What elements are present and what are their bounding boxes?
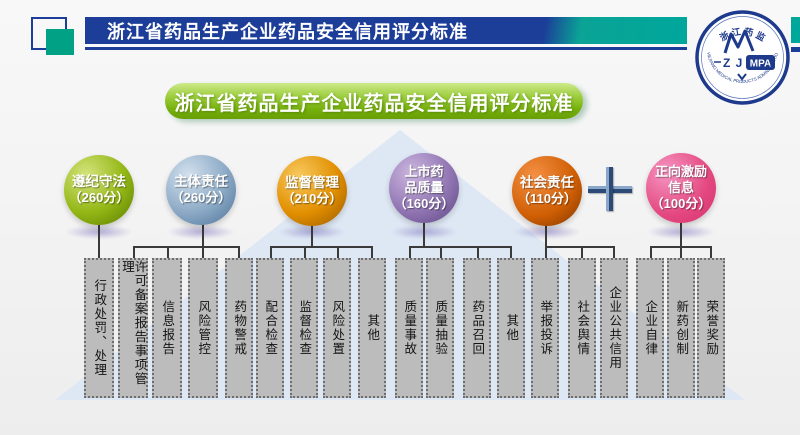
category-score: （100分） bbox=[650, 195, 712, 211]
category-circle-supervision: 监督管理 （210分） bbox=[277, 156, 347, 226]
connector-branch bbox=[133, 246, 239, 248]
connector-drop bbox=[440, 246, 442, 258]
connector-stem bbox=[680, 222, 682, 247]
connector-drop bbox=[545, 246, 547, 258]
subitem-column: 风险处置 bbox=[323, 258, 351, 398]
connector-drop bbox=[409, 246, 411, 258]
connector-drop bbox=[337, 246, 339, 258]
connector-drop bbox=[650, 246, 652, 258]
category-circle-compliance: 遵纪守法 （260分） bbox=[64, 155, 134, 225]
category-score: （210分） bbox=[281, 191, 343, 207]
category-name: 遵纪守法 bbox=[72, 173, 126, 189]
category-name: 监督管理 bbox=[285, 174, 339, 190]
connector-drop bbox=[613, 246, 615, 258]
subitem-column: 许可备案报告事项管理 bbox=[118, 258, 148, 398]
category-name: 主体责任 bbox=[174, 173, 228, 189]
connector-drop bbox=[371, 246, 373, 258]
category-circle-positive-incentive: 正向激励信息 （100分） bbox=[646, 153, 716, 223]
header-bar-right-segment bbox=[791, 17, 800, 43]
connector-stem bbox=[311, 224, 313, 247]
connector-drop bbox=[477, 246, 479, 258]
connector-stem bbox=[423, 222, 425, 247]
connector-stem bbox=[98, 225, 100, 258]
category-name: 上市药品质量 bbox=[404, 164, 444, 196]
connector-drop bbox=[202, 246, 204, 258]
subitem-column: 荣誉奖励 bbox=[697, 258, 725, 398]
connector-drop bbox=[238, 246, 240, 258]
banner-title: 浙江省药品生产企业药品安全信用评分标准 bbox=[174, 92, 574, 115]
subitem-column: 药物警戒 bbox=[225, 258, 253, 398]
header-underline bbox=[85, 47, 687, 50]
corner-square-teal bbox=[46, 29, 74, 55]
logo-zj-text: Z J bbox=[723, 56, 743, 70]
connector-drop bbox=[270, 246, 272, 258]
connector-drop bbox=[680, 246, 682, 258]
plus-icon bbox=[588, 167, 632, 211]
category-circle-responsibility: 主体责任 （260分） bbox=[166, 155, 236, 225]
category-score: （260分） bbox=[170, 190, 232, 206]
category-score: （110分） bbox=[517, 191, 577, 207]
subitem-column: 企业公共信用 bbox=[600, 258, 628, 398]
category-circle-social-responsibility: 社会责任 （110分） bbox=[512, 156, 582, 226]
zjmpa-logo: 浙 江 药 监 Z J MPA ZHEJIANG MEDICAL PRODUCT… bbox=[694, 9, 790, 105]
connector-branch bbox=[409, 246, 511, 248]
category-score: （160分） bbox=[393, 195, 455, 211]
connector-drop bbox=[581, 246, 583, 258]
subitem-column: 新药创制 bbox=[667, 258, 695, 398]
subitem-column: 质量抽验 bbox=[426, 258, 454, 398]
connector-stem bbox=[545, 225, 547, 247]
connector-stem bbox=[202, 223, 204, 247]
subitem-column: 药品召回 bbox=[463, 258, 491, 398]
logo-mountain-mark bbox=[723, 29, 755, 54]
connector-drop bbox=[510, 246, 512, 258]
category-name: 社会责任 bbox=[520, 174, 574, 190]
title-banner: 浙江省药品生产企业药品安全信用评分标准 bbox=[165, 83, 583, 119]
connector-branch bbox=[545, 246, 615, 248]
header-title: 浙江省药品生产企业药品安全信用评分标准 bbox=[107, 21, 468, 42]
subitem-column: 行政处罚、处理 bbox=[84, 258, 114, 398]
subitem-column: 信息报告 bbox=[152, 258, 182, 398]
subitem-column: 监督检查 bbox=[290, 258, 318, 398]
logo-mpa-text: MPA bbox=[750, 59, 771, 70]
category-circle-product-quality: 上市药品质量 （160分） bbox=[389, 153, 459, 223]
category-name: 正向激励信息 bbox=[654, 164, 707, 196]
subitem-column: 社会舆情 bbox=[568, 258, 596, 398]
subitem-column: 风险管控 bbox=[188, 258, 218, 398]
header-underline-right-segment bbox=[791, 47, 800, 52]
connector-drop bbox=[304, 246, 306, 258]
subitem-column: 企业自律 bbox=[636, 258, 664, 398]
subitem-column: 配合检查 bbox=[256, 258, 284, 398]
subitem-column: 质量事故 bbox=[395, 258, 423, 398]
connector-drop bbox=[133, 246, 135, 258]
header-bar: 浙江省药品生产企业药品安全信用评分标准 bbox=[85, 17, 687, 44]
connector-drop bbox=[710, 246, 712, 258]
circle-shadow bbox=[514, 225, 580, 239]
subitem-column: 其他 bbox=[497, 258, 525, 398]
connector-drop bbox=[167, 246, 169, 258]
subitem-column: 其他 bbox=[358, 258, 386, 398]
subitem-column: 举报投诉 bbox=[531, 258, 559, 398]
category-score: （260分） bbox=[68, 190, 130, 206]
circle-shadow bbox=[168, 225, 234, 239]
connector-branch bbox=[270, 246, 372, 248]
